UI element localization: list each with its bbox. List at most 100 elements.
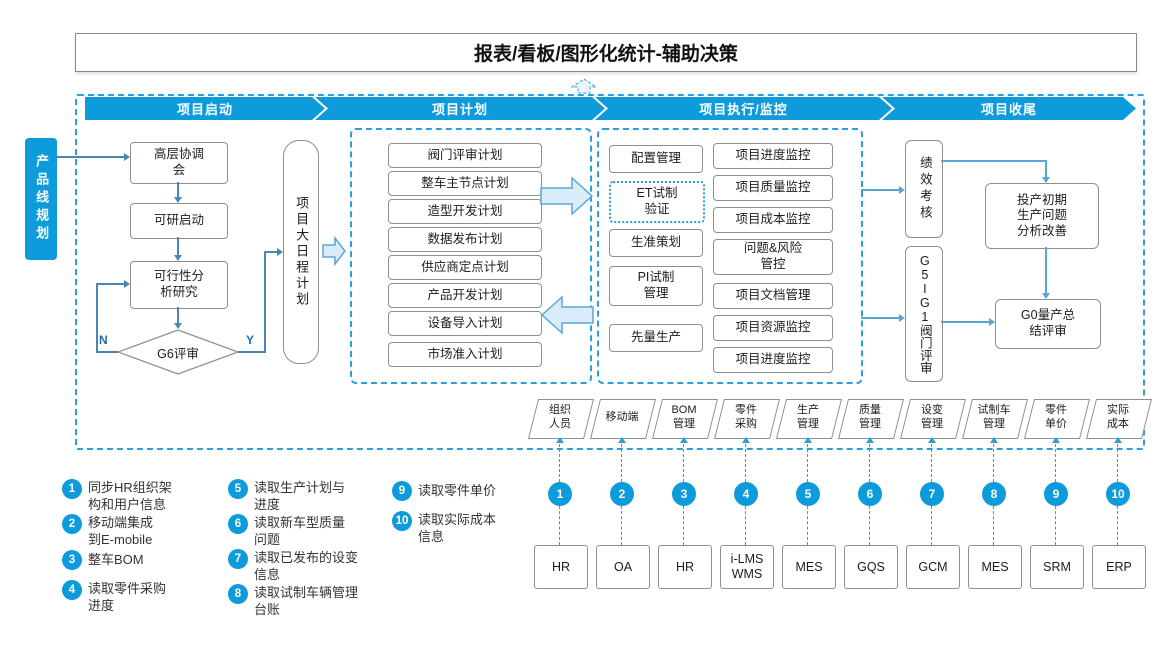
plan-item-box: 设备导入计划	[388, 311, 542, 336]
monitor-box: 项目成本监控	[713, 207, 833, 233]
dashed-connector	[869, 444, 870, 482]
flow-line	[177, 237, 179, 255]
integration-number: 1	[548, 482, 572, 506]
dashed-connector	[683, 506, 684, 545]
phase-banner-initiation: 项目启动	[85, 97, 325, 120]
flow-line	[57, 156, 124, 158]
dashed-connector	[807, 506, 808, 545]
arrowhead-icon	[174, 197, 182, 203]
integration-tag: 设变 管理	[900, 399, 966, 439]
dashed-connector	[1117, 444, 1118, 482]
flow-line-yes-branch	[264, 252, 266, 353]
monitor-box: 项目资源监控	[713, 315, 833, 341]
legend-text: 读取已发布的设变 信息	[254, 550, 359, 582]
g6-gate-label: G6评审	[157, 346, 199, 361]
arrowhead-icon	[1114, 437, 1122, 443]
system-box: HR	[658, 545, 712, 589]
dashed-connector	[683, 444, 684, 482]
legend-text: 读取新车型质量 问题	[254, 515, 346, 547]
integration-number: 8	[982, 482, 1006, 506]
legend-text: 读取零件采购 进度	[88, 581, 167, 613]
step-feasibility-analysis: 可行性分 析研究	[130, 261, 228, 309]
master-schedule-plan: 项目大日程计划	[283, 140, 319, 364]
monitor-box: 项目质量监控	[713, 175, 833, 201]
system-box: SRM	[1030, 545, 1084, 589]
integration-tag: 移动端	[590, 399, 656, 439]
plan-item-box: 市场准入计划	[388, 342, 542, 367]
tag-label: 设变 管理	[921, 404, 943, 430]
dashed-connector	[745, 444, 746, 482]
phase-banner-closing: 项目收尾	[882, 97, 1136, 120]
tag-label: 组织 人员	[549, 404, 571, 430]
gate-yes-label: Y	[246, 333, 255, 347]
dashed-connector	[1055, 444, 1056, 482]
arrowhead-icon	[680, 437, 688, 443]
arrowhead-icon	[989, 318, 995, 326]
integration-number: 3	[672, 482, 696, 506]
g6-gate-diamond	[116, 329, 240, 375]
tag-label: 质量 管理	[859, 404, 881, 430]
legend-number: 4	[62, 580, 82, 600]
integration-number: 4	[734, 482, 758, 506]
performance-review-box: 绩效考核	[905, 140, 943, 238]
legend-text: 读取生产计划与 进度	[254, 480, 346, 512]
integration-number: 10	[1106, 482, 1130, 506]
system-box: GCM	[906, 545, 960, 589]
legend-text: 同步HR组织架 构和用户信息	[88, 480, 172, 512]
tag-label: BOM 管理	[671, 404, 697, 430]
gate-no-label: N	[99, 333, 108, 347]
legend-number: 5	[228, 479, 248, 499]
monitor-box: 问题&风险 管控	[713, 239, 833, 275]
arrowhead-icon	[899, 314, 905, 322]
integration-tag: 试制车 管理	[962, 399, 1028, 439]
integration-tag: 生产 管理	[776, 399, 842, 439]
legend-text: 移动端集成 到E-mobile	[88, 515, 154, 547]
flow-line-yes-branch	[238, 351, 266, 353]
dashed-connector	[1117, 506, 1118, 545]
legend-number: 6	[228, 514, 248, 534]
integration-tag: 组织 人员	[528, 399, 594, 439]
exec-box: 先量生产	[609, 324, 703, 352]
legend-number: 10	[392, 511, 412, 531]
flow-line	[1045, 160, 1047, 177]
tag-label: 生产 管理	[797, 404, 819, 430]
dashed-connector	[993, 444, 994, 482]
exec-box: 配置管理	[609, 145, 703, 173]
arrowhead-icon	[277, 248, 283, 256]
system-box: MES	[968, 545, 1022, 589]
tag-label: 零件 采购	[735, 404, 757, 430]
flow-line	[177, 307, 179, 323]
flow-line	[941, 160, 1047, 162]
integration-number: 2	[610, 482, 634, 506]
dashed-connector	[559, 444, 560, 482]
integration-tag: 零件 采购	[714, 399, 780, 439]
dashed-connector	[621, 506, 622, 545]
legend-text: 读取实际成本 信息	[418, 512, 497, 544]
phase-banner-execution: 项目执行/监控	[595, 97, 892, 120]
step-feasibility-start: 可研启动	[130, 203, 228, 239]
plan-item-box: 数据发布计划	[388, 227, 542, 252]
legend-number: 8	[228, 584, 248, 604]
phase-banner-planning: 项目计划	[315, 97, 605, 120]
exec-box: 生准策划	[609, 229, 703, 257]
system-box: HR	[534, 545, 588, 589]
integration-tag: 实际 成本	[1086, 399, 1152, 439]
arrowhead-icon	[804, 437, 812, 443]
execution-group-border	[597, 128, 863, 384]
flow-line-yes-branch	[264, 251, 277, 253]
legend-text: 整车BOM	[88, 552, 144, 567]
arrowhead-icon	[990, 437, 998, 443]
integration-tag: 零件 单价	[1024, 399, 1090, 439]
system-box: i-LMS WMS	[720, 545, 774, 589]
flow-arrow-right-icon	[540, 176, 594, 216]
legend-text: 读取零件单价	[418, 483, 497, 498]
tag-label: 实际 成本	[1107, 404, 1129, 430]
integration-tag: BOM 管理	[652, 399, 718, 439]
report-feed-arrow-icon	[571, 78, 597, 94]
exec-box-et-trial: ET试制 验证	[609, 181, 705, 223]
flow-arrow-right-icon	[322, 236, 346, 266]
gate-review-box: G5IG1阀门评审	[905, 246, 943, 382]
dashed-connector	[559, 506, 560, 545]
integration-number: 7	[920, 482, 944, 506]
